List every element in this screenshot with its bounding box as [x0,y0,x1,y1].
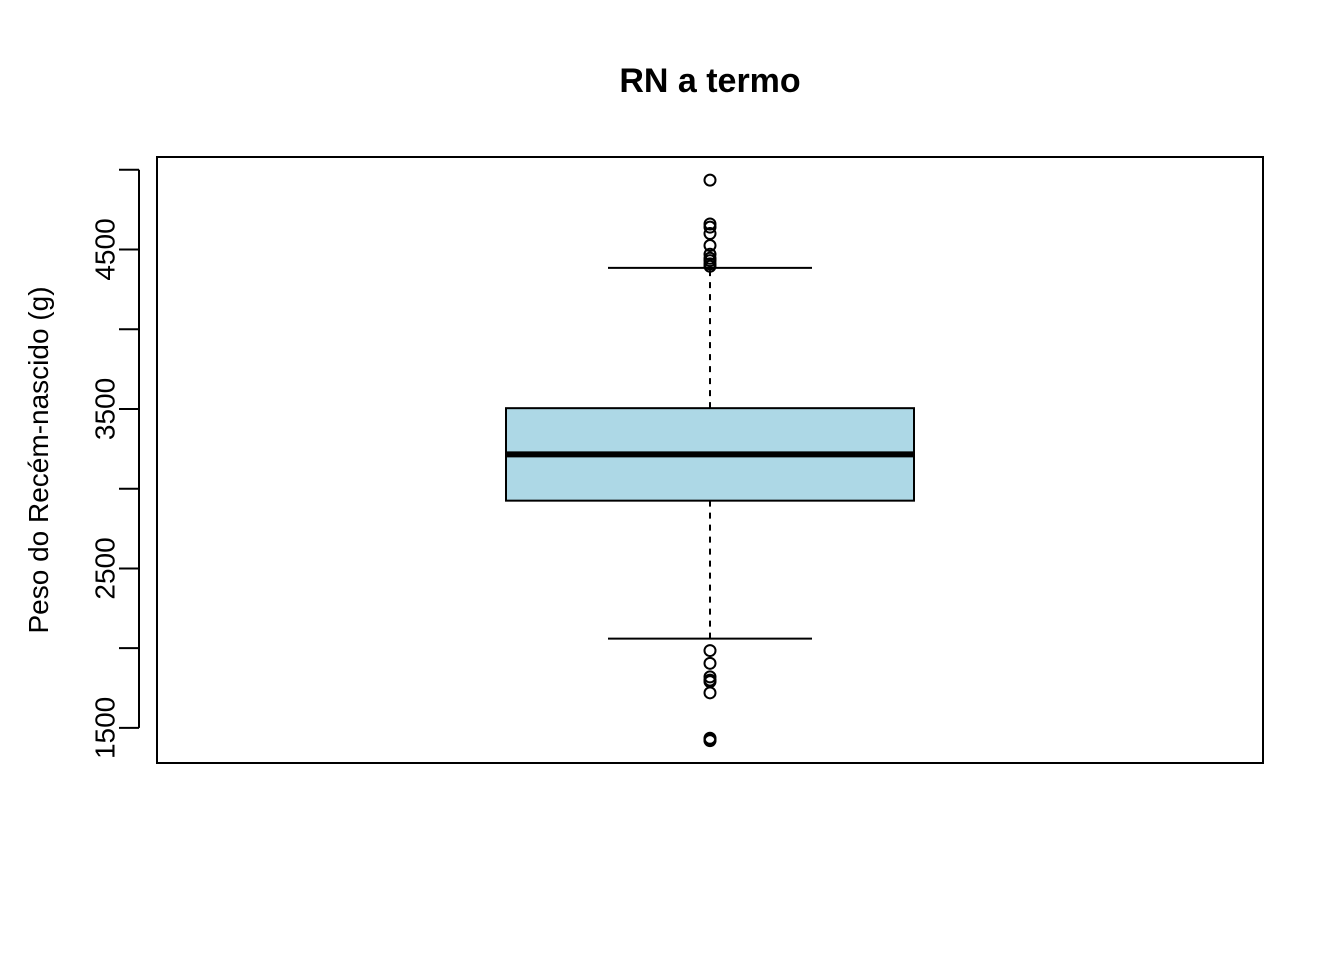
y-axis-label: Peso do Recém-nascido (g) [23,286,54,633]
outlier-point [703,239,717,253]
outlier-point [703,173,717,187]
y-tick-label: 3500 [90,378,121,440]
box-group [505,266,915,640]
y-tick-label: 4500 [90,218,121,280]
outlier-point [703,259,717,273]
y-tick-label: 1500 [90,697,121,759]
outlier-point [703,686,717,700]
y-tick-label: 2500 [90,537,121,599]
outlier-points [703,173,717,748]
outlier-point [703,644,717,658]
outlier-point [703,220,717,234]
plot-frame [156,156,1264,764]
chart-title: RN a termo [619,62,800,100]
outlier-point [703,734,717,748]
outlier-point [703,656,717,670]
y-axis: 1500 2500 3500 4500 [90,168,140,759]
